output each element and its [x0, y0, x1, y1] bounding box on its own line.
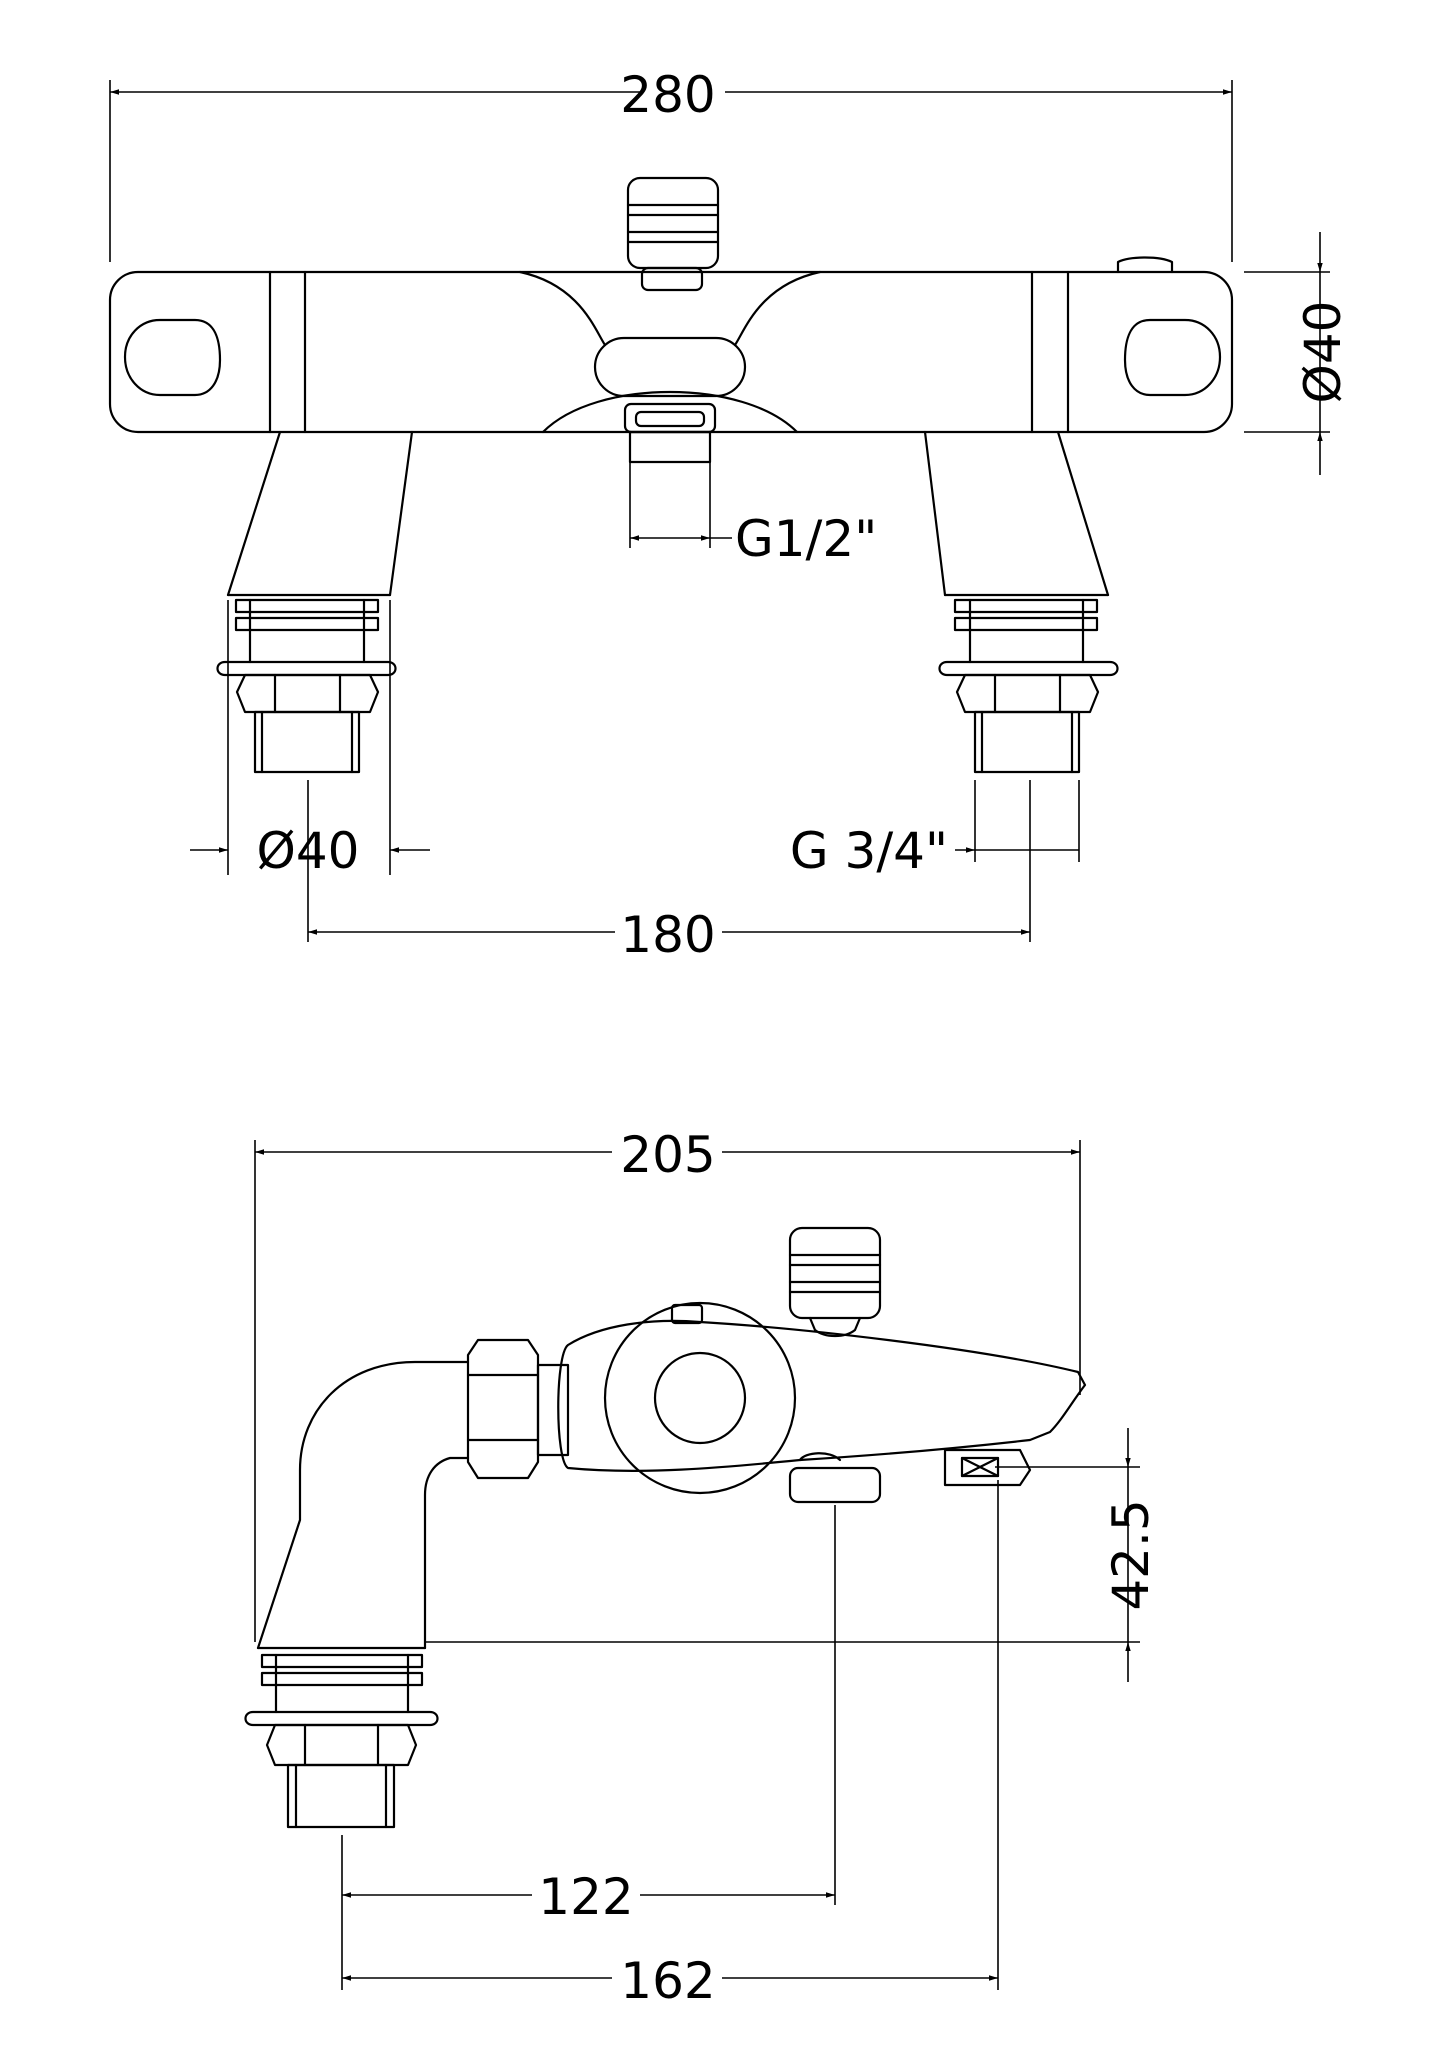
side-view: 205 — [244, 1126, 1160, 2010]
left-leg — [216, 430, 414, 774]
dim-inlet-thread: G 3/4" — [790, 780, 1080, 880]
dim-label-outlet-offset: 122 — [538, 1868, 633, 1926]
dim-overall-width: 280 — [109, 66, 1233, 262]
front-view: 280 — [108, 66, 1352, 964]
dim-label-outlet-thread: G1/2" — [735, 510, 877, 568]
dim-label-overall-depth: 205 — [620, 1126, 715, 1184]
side-body — [256, 1301, 1087, 1650]
dim-body-diameter: Ø40 — [1244, 232, 1352, 475]
dim-leg-diameter: Ø40 — [190, 600, 430, 880]
side-leg-fittings — [244, 1653, 439, 1829]
dim-spout-offset: 162 — [342, 1480, 999, 2010]
dim-centres: 180 — [307, 780, 1031, 964]
dim-label-body-diameter: Ø40 — [1294, 301, 1352, 404]
dim-label-spout-height: 42.5 — [1102, 1499, 1160, 1610]
dim-outlet-offset: 122 — [341, 1505, 836, 1990]
side-top-knob — [788, 1226, 882, 1338]
dim-label-overall-width: 280 — [620, 66, 715, 124]
top-knob — [626, 176, 720, 292]
dim-spout-height: 42.5 — [425, 1428, 1160, 1682]
valve-body — [108, 256, 1234, 464]
dim-label-centres: 180 — [620, 906, 715, 964]
right-leg — [923, 430, 1119, 774]
dim-label-spout-offset: 162 — [620, 1952, 715, 2010]
dim-overall-depth: 205 — [254, 1126, 1081, 1642]
dim-label-inlet-thread: G 3/4" — [790, 822, 948, 880]
dim-outlet-thread: G1/2" — [629, 462, 877, 568]
